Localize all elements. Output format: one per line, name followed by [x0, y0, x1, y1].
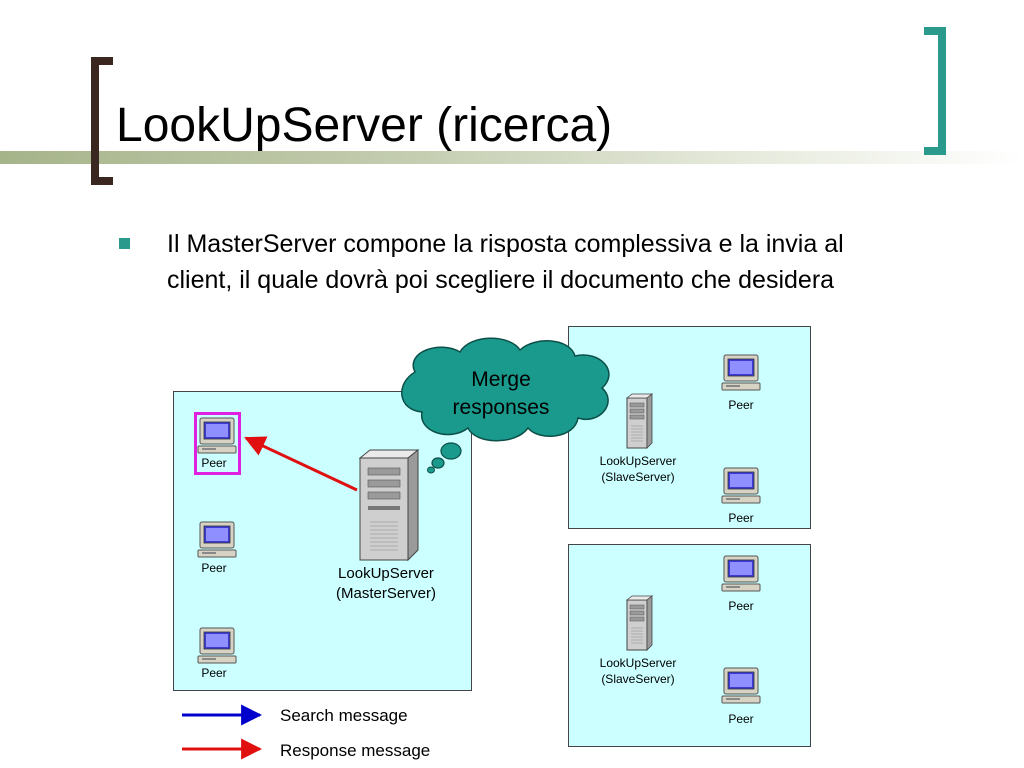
slave-network-box-top [568, 326, 811, 529]
title-stripe [0, 151, 1024, 164]
peer-label: Peer [201, 561, 227, 575]
peer-label: Peer [728, 398, 754, 412]
slave-server-label-line1: LookUpServer [599, 454, 677, 468]
peer-computer-icon [721, 667, 761, 704]
cloud-label: Merge responses [452, 368, 550, 419]
search-legend-label: Search message [280, 706, 408, 725]
response-arrow [244, 436, 358, 492]
peer-label: Peer [201, 666, 227, 680]
peer-computer-icon [721, 555, 761, 592]
peer-computer-icon [721, 354, 761, 391]
bullet-text: Il MasterServer compone la risposta comp… [167, 230, 844, 294]
merge-cloud-icon [401, 337, 610, 474]
peer-computer-icon [721, 467, 761, 504]
page-title: LookUpServer (ricerca) [116, 99, 613, 152]
slave-server-label-line2: (SlaveServer) [601, 470, 675, 484]
slave-server-label-line1: LookUpServer [599, 656, 677, 670]
master-server-label-line1: LookUpServer [338, 565, 434, 582]
left-bracket [91, 57, 113, 185]
selected-peer-highlight [194, 412, 241, 475]
peer-label: Peer [201, 456, 227, 470]
peer-computer-icon [197, 521, 237, 558]
response-legend-label: Response message [280, 741, 431, 760]
peer-computer-icon [197, 627, 237, 664]
slave-server-label-line2: (SlaveServer) [601, 672, 675, 686]
master-server-label-line2: (MasterServer) [335, 585, 436, 602]
slave-server-tower-icon [626, 393, 653, 449]
slave-server-tower-icon [626, 595, 653, 651]
master-server-tower-icon [359, 449, 419, 561]
bullet-marker [119, 238, 130, 249]
peer-label: Peer [728, 712, 754, 726]
peer-label: Peer [728, 599, 754, 613]
peer-label: Peer [728, 511, 754, 525]
right-bracket [924, 27, 946, 155]
slave-network-box-bottom [568, 544, 811, 747]
